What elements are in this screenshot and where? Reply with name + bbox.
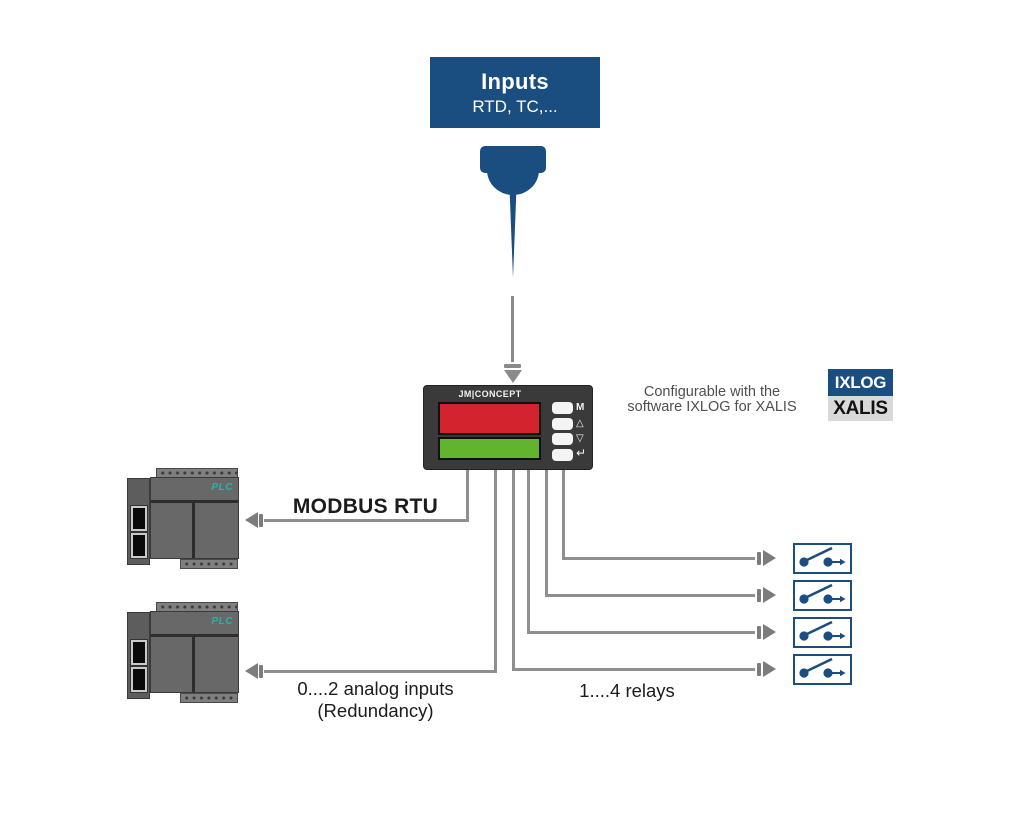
wire-analog-vertical xyxy=(494,470,497,673)
plc-label: PLC xyxy=(211,482,233,493)
plc-body xyxy=(150,477,239,559)
device-button-m[interactable] xyxy=(552,402,573,414)
wire-relay4-horizontal xyxy=(513,668,755,671)
arrow-right-icon xyxy=(763,550,776,566)
relay-contact-2 xyxy=(793,580,852,611)
wire-modbus-horizontal xyxy=(264,519,469,522)
triangle-up-icon: △ xyxy=(576,417,584,429)
triangle-down-icon: ▽ xyxy=(576,433,584,444)
arrow-left-icon xyxy=(245,663,258,679)
relay-contact-4 xyxy=(793,654,852,685)
arrow-bar xyxy=(259,665,263,678)
arrow-bar xyxy=(757,589,761,602)
wire-relay4-vertical xyxy=(512,470,515,671)
wire-relay1-vertical xyxy=(562,470,565,560)
wire-analog-horizontal xyxy=(264,670,496,673)
device-button-enter[interactable] xyxy=(552,448,573,461)
config-note-line2: software IXLOG for XALIS xyxy=(627,399,797,415)
enter-arrow-icon: ↵ xyxy=(576,446,587,460)
relay-switch-icon xyxy=(799,583,846,604)
arrow-bar xyxy=(757,626,761,639)
relay-switch-icon xyxy=(799,657,846,678)
badge-ixlog: IXLOG xyxy=(828,369,893,396)
wire-relay1-horizontal xyxy=(563,557,755,560)
arrow-right-icon xyxy=(763,661,776,677)
wire-relay3-horizontal xyxy=(528,631,755,634)
config-note: Configurable with the software IXLOG for… xyxy=(612,385,812,415)
arrow-bar xyxy=(757,552,761,565)
flow-arrow-bar xyxy=(504,364,521,368)
plc-terminal-strip-bottom xyxy=(180,559,238,569)
ixlog-xalis-badge: IXLOG XALIS xyxy=(828,369,893,421)
analog-inputs-line2: (Redundancy) xyxy=(317,700,434,721)
relay-contact-1 xyxy=(793,543,852,574)
wire-relay2-horizontal xyxy=(546,594,755,597)
down-arrow-icon xyxy=(504,370,522,383)
inputs-subtitle: RTD, TC,... xyxy=(472,96,558,116)
arrow-right-icon xyxy=(763,587,776,603)
arrow-bar xyxy=(259,514,263,527)
modbus-label: MODBUS RTU xyxy=(292,495,439,518)
plc-port-icon xyxy=(131,506,147,531)
config-note-line1: Configurable with the xyxy=(643,384,781,400)
device-button-down[interactable] xyxy=(552,433,573,445)
relay-switch-icon xyxy=(799,546,846,567)
inputs-box: Inputs RTD, TC,... xyxy=(430,57,600,128)
plc-divider-vertical xyxy=(192,502,195,558)
plc-divider-horizontal xyxy=(151,500,238,503)
arrow-bar xyxy=(757,663,761,676)
flow-arrow-line xyxy=(511,296,514,362)
xalis-indicator-device: JM|CONCEPT M △ ▽ ↵ xyxy=(423,385,593,470)
device-brand: JM|CONCEPT xyxy=(458,389,522,399)
relays-label: 1....4 relays xyxy=(579,680,675,701)
button-label-m: M xyxy=(576,402,585,413)
plc-module-2: PLC xyxy=(125,601,241,708)
plc-body xyxy=(150,611,239,693)
device-display-red xyxy=(438,402,541,435)
analog-inputs-label: 0....2 analog inputs (Redundancy) xyxy=(273,678,478,722)
arrow-left-icon xyxy=(245,512,258,528)
plc-module-1: PLC xyxy=(125,467,241,574)
plc-port-icon xyxy=(131,533,147,558)
device-button-up[interactable] xyxy=(552,417,573,430)
probe-connector-icon xyxy=(480,146,546,278)
analog-inputs-line1: 0....2 analog inputs xyxy=(297,678,454,699)
plc-label: PLC xyxy=(211,616,233,627)
plc-divider-horizontal xyxy=(151,634,238,637)
arrow-right-icon xyxy=(763,624,776,640)
plc-terminal-strip-bottom xyxy=(180,693,238,703)
wire-modbus-vertical xyxy=(466,470,469,522)
relay-contact-3 xyxy=(793,617,852,648)
badge-xalis: XALIS xyxy=(828,396,893,421)
wire-relay2-vertical xyxy=(545,470,548,597)
inputs-title: Inputs xyxy=(481,68,549,94)
plc-port-icon xyxy=(131,640,147,665)
relay-switch-icon xyxy=(799,620,846,641)
plc-divider-vertical xyxy=(192,636,195,692)
device-display-green xyxy=(438,437,541,460)
wire-relay3-vertical xyxy=(527,470,530,634)
plc-port-icon xyxy=(131,667,147,692)
